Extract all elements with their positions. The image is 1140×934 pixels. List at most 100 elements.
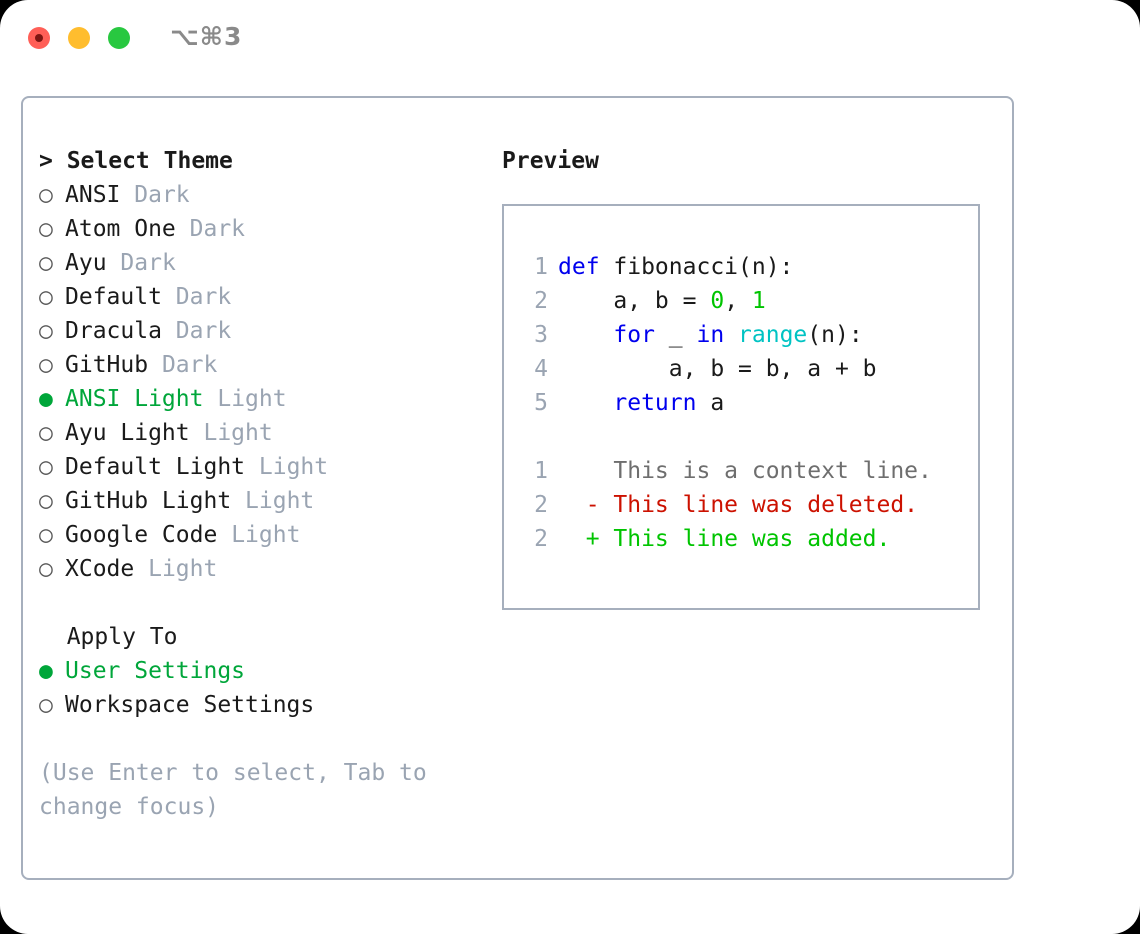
close-window-button[interactable] [28, 27, 50, 49]
spacer [203, 386, 217, 412]
theme-option-variant: Light [245, 488, 315, 514]
code-token-kw: in [696, 322, 725, 348]
code-line: 1 def fibonacci(n): [522, 250, 978, 284]
theme-option-name: ANSI [65, 182, 121, 208]
select-theme-header: > Select Theme [39, 148, 233, 174]
theme-option-variant: Light [217, 386, 287, 412]
diff-sample: 1 This is a context line.2 - This line w… [522, 454, 978, 556]
theme-option-atom-one[interactable]: ○Atom One Dark [39, 212, 489, 246]
radio-unselected-icon: ○ [39, 420, 53, 446]
theme-option-name: Default [65, 284, 162, 310]
apply-to-option-workspace-settings[interactable]: ○ Workspace Settings [39, 688, 489, 722]
theme-option-ayu-light[interactable]: ○Ayu Light Light [39, 416, 489, 450]
spacer [190, 420, 204, 446]
apply-to-option-user-settings[interactable]: ● User Settings [39, 654, 489, 688]
theme-option-github[interactable]: ○GitHub Dark [39, 348, 489, 382]
spacer [245, 454, 259, 480]
line-number: 1 [534, 254, 548, 280]
line-number: 3 [534, 322, 548, 348]
diff-text: This line was deleted. [613, 492, 919, 518]
radio-unselected-icon: ○ [39, 284, 53, 310]
spacer [162, 284, 176, 310]
spacer [120, 182, 134, 208]
radio-unselected-icon: ○ [39, 488, 53, 514]
line-number: 2 [534, 288, 548, 314]
spacer [217, 522, 231, 548]
line-number: 4 [534, 356, 548, 382]
diff-marker-add: + [558, 526, 614, 552]
line-number: 2 [534, 526, 548, 552]
theme-option-ansi-light[interactable]: ●ANSI Light Light [39, 382, 489, 416]
maximize-window-button[interactable] [108, 27, 130, 49]
line-number: 2 [534, 492, 548, 518]
diff-marker-del: - [558, 492, 614, 518]
spacer [176, 216, 190, 242]
theme-option-name: GitHub [65, 352, 149, 378]
code-line: 5 return a [522, 386, 978, 420]
theme-option-ayu[interactable]: ○ Ayu Dark [39, 246, 489, 280]
theme-option-name: XCode [65, 556, 135, 582]
theme-option-variant: Dark [161, 352, 218, 378]
apply-to-option-name: User Settings [65, 658, 246, 684]
theme-option-default[interactable]: ○ Default Dark [39, 280, 489, 314]
radio-selected-icon: ● [39, 658, 53, 684]
diff-line-del: 2 - This line was deleted. [522, 488, 978, 522]
apply-to-option-name: Workspace Settings [65, 692, 315, 718]
line-number: 1 [534, 458, 548, 484]
theme-option-variant: Light [148, 556, 218, 582]
theme-option-name: Ayu Light [65, 420, 190, 446]
radio-unselected-icon: ○ [39, 522, 53, 548]
diff-text: This line was added. [613, 526, 891, 552]
theme-option-name: Google Code [65, 522, 218, 548]
theme-option-ansi[interactable]: ○ANSI Dark [39, 178, 489, 212]
radio-unselected-icon: ○ [39, 250, 53, 276]
radio-unselected-icon: ○ [39, 182, 53, 208]
code-token-plain: fibonacci(n): [613, 254, 794, 280]
minimize-window-button[interactable] [68, 27, 90, 49]
theme-option-variant: Light [231, 522, 301, 548]
theme-option-name: Dracula [65, 318, 162, 344]
theme-option-variant: Dark [120, 250, 176, 276]
theme-option-variant: Light [258, 454, 329, 480]
code-token-kw: for [613, 322, 655, 348]
radio-unselected-icon: ○ [39, 318, 53, 344]
code-token-plain [558, 322, 613, 348]
theme-option-google-code[interactable]: ○ Google Code Light [39, 518, 489, 552]
title-bar: ⌥⌘3 [0, 0, 1140, 76]
keyboard-hint-text: (Use Enter to select, Tab to change focu… [39, 760, 441, 820]
theme-option-github-light[interactable]: ○GitHub Light Light [39, 484, 489, 518]
diff-line-add: 2 + This line was added. [522, 522, 978, 556]
apply-to-block: Apply To ● User Settings ○ Workspace Settin… [39, 620, 489, 722]
main-panel: > Select Theme ○ANSI Dark○Atom One Dark○… [21, 96, 1014, 880]
theme-option-dracula[interactable]: ○ Dracula Dark [39, 314, 489, 348]
radio-unselected-icon: ○ [39, 216, 53, 242]
theme-option-variant: Dark [175, 284, 232, 310]
radio-unselected-icon: ○ [39, 556, 53, 582]
radio-unselected-icon: ○ [39, 692, 53, 718]
code-token-plain: a, b = b, a + b [558, 356, 877, 382]
spacer [107, 250, 121, 276]
apply-to-option-list: ● User Settings ○ Workspace Settings [39, 654, 489, 722]
spacer [134, 556, 148, 582]
line-number: 5 [534, 390, 548, 416]
theme-option-variant: Dark [175, 318, 232, 344]
theme-option-name: Atom One [65, 216, 176, 242]
apply-to-header: Apply To [39, 624, 178, 650]
radio-unselected-icon: ○ [39, 454, 53, 480]
theme-option-name: Ayu [65, 250, 107, 276]
code-token-plain [724, 322, 738, 348]
code-line: 4 a, b = b, a + b [522, 352, 978, 386]
theme-selection-column: > Select Theme ○ANSI Dark○Atom One Dark○… [39, 144, 489, 824]
code-token-kw: def [558, 254, 614, 280]
code-token-plain: , [724, 288, 752, 314]
code-token-kw: return [613, 390, 697, 416]
theme-option-default-light[interactable]: ○Default Light Light [39, 450, 489, 484]
code-token-plain: a, b = [558, 288, 711, 314]
preview-title: Preview [502, 148, 599, 174]
theme-option-xcode[interactable]: ○ XCode Light [39, 552, 489, 586]
diff-marker-ctx [558, 458, 613, 484]
